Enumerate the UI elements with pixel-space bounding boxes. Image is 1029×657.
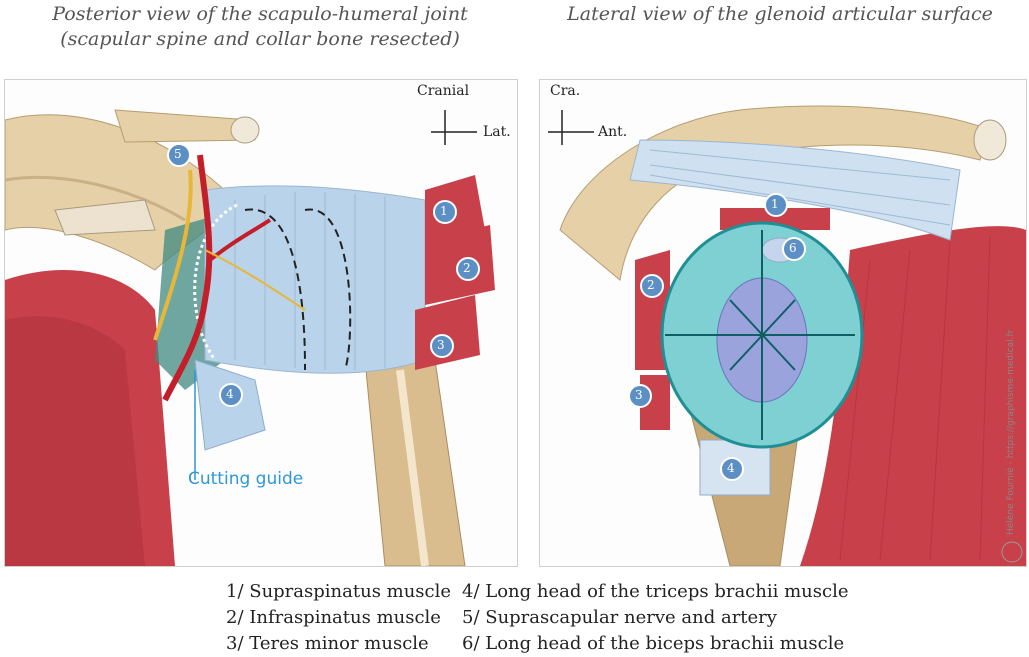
legend-item-4: 4/ Long head of the triceps brachii musc… — [462, 581, 849, 602]
right-title-text: Lateral view of the glenoid articular su… — [567, 3, 993, 25]
posterior-view-panel: Cranial Lat. Cutting guide 1 2 3 4 5 — [4, 79, 518, 567]
left-title-line2: (scapular spine and collar bone resected… — [60, 28, 460, 50]
credit-text: Hélène Fournié - https://graphisme-medic… — [1006, 329, 1016, 535]
marker-2-lateral-label: 2 — [647, 278, 655, 292]
axis-lateral-label: Lat. — [483, 124, 511, 140]
marker-2 — [456, 257, 480, 281]
lateral-view-panel: Cra. Ant. 1 2 3 4 6 Hélène Fournié - htt… — [539, 79, 1027, 567]
right-title: Lateral view of the glenoid articular su… — [550, 2, 1010, 27]
axis-cra-label: Cra. — [550, 83, 581, 99]
marker-4-lateral-label: 4 — [727, 461, 735, 475]
marker-3-lateral — [628, 384, 652, 408]
marker-5-label: 5 — [174, 147, 182, 161]
legend-item-6: 6/ Long head of the biceps brachii muscl… — [462, 633, 845, 654]
legend-item-2: 2/ Infraspinatus muscle — [226, 607, 441, 628]
marker-3-label: 3 — [437, 338, 445, 352]
joint-capsule — [204, 185, 426, 374]
marker-3-lateral-label: 3 — [635, 388, 643, 402]
legend-item-3: 3/ Teres minor muscle — [226, 633, 429, 654]
suprascapular-nerve — [153, 169, 193, 341]
suprascapular-artery — [162, 154, 213, 402]
marker-5 — [167, 143, 191, 167]
axis-ant-label: Ant. — [598, 124, 628, 140]
clavicle-stub — [114, 109, 256, 143]
marker-4-lateral — [720, 457, 744, 481]
marker-6-lateral-label: 6 — [789, 241, 797, 255]
marker-2-label: 2 — [463, 261, 471, 275]
posterior-view-illustration — [5, 109, 495, 566]
marker-1 — [433, 200, 457, 224]
legend-col2: 4/ Long head of the triceps brachii musc… — [462, 579, 848, 657]
coracoacromial-ligament — [629, 139, 961, 241]
marker-2-lateral — [640, 274, 664, 298]
resected-spine — [54, 199, 156, 236]
marker-3 — [430, 334, 454, 358]
left-title: Posterior view of the scapulo-humeral jo… — [40, 2, 480, 52]
marker-4-label: 4 — [226, 387, 234, 401]
cutting-guide-line — [193, 203, 238, 361]
left-title-line1: Posterior view of the scapulo-humeral jo… — [52, 3, 468, 25]
legend-item-1: 1/ Supraspinatus muscle — [226, 581, 452, 602]
marker-1-lateral-label: 1 — [771, 197, 779, 211]
artist-signature — [1001, 541, 1023, 563]
axis-cranial-label: Cranial — [417, 83, 470, 99]
marker-6-lateral — [782, 237, 806, 261]
marker-4 — [219, 383, 243, 407]
marker-1-label: 1 — [440, 204, 448, 218]
cutting-guide-label: Cutting guide — [188, 469, 304, 489]
marker-1-lateral — [764, 193, 788, 217]
lateral-view-illustration — [548, 105, 1026, 566]
legend-col1: 1/ Supraspinatus muscle 2/ Infraspinatus… — [226, 579, 451, 657]
legend-item-5: 5/ Suprascapular nerve and artery — [462, 607, 777, 628]
